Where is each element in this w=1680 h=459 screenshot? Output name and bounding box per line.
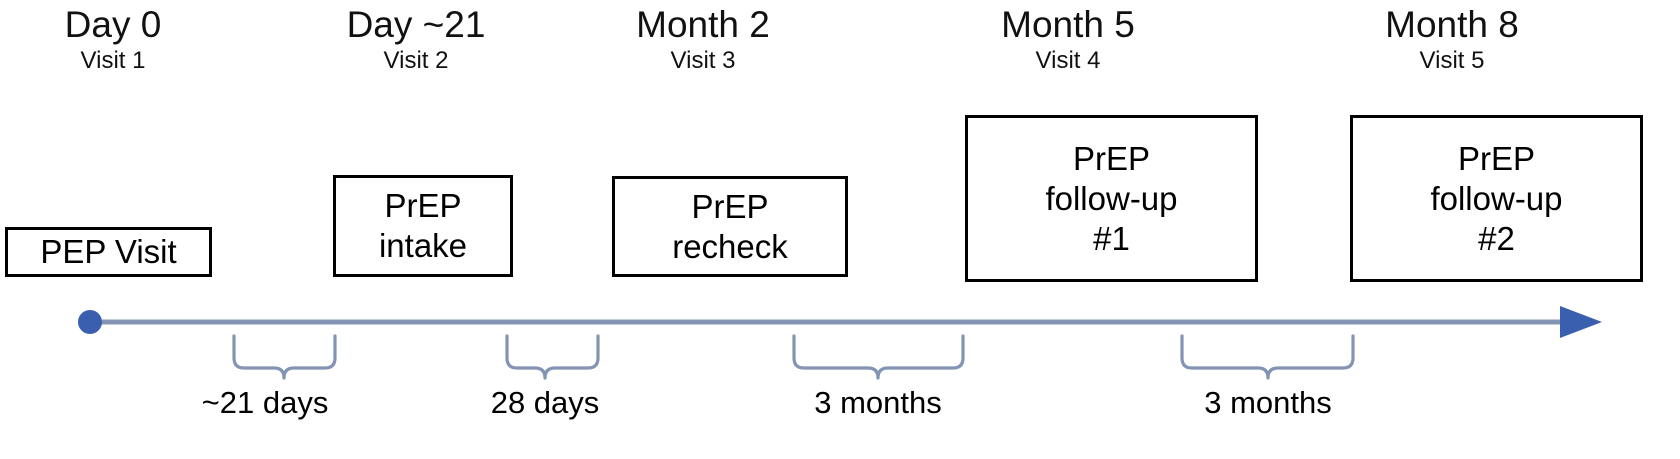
interval-brace-4 [1180,334,1355,380]
visit-number-label: Visit 5 [1419,47,1485,74]
visit-time-label: Month 2 [636,4,770,45]
visit-time-label: Month 5 [1001,4,1135,45]
axis-arrow-icon [1560,306,1602,338]
visit-number-label: Visit 1 [80,47,146,74]
interval-label-3: 3 months [814,385,942,420]
visit-header-5: Month 8 Visit 5 [1385,5,1519,75]
event-box-prep-follow-up-1: PrEP follow-up #1 [965,115,1258,282]
interval-label-1: ~21 days [201,385,329,420]
visit-header-1: Day 0 Visit 1 [65,5,162,75]
visit-number-label: Visit 3 [670,47,736,74]
event-box-prep-recheck: PrEP recheck [612,176,848,277]
interval-brace-1 [232,334,337,380]
visit-time-label: Day ~21 [346,4,486,45]
visit-time-label: Month 8 [1385,4,1519,45]
interval-brace-2 [505,334,600,380]
visit-number-label: Visit 4 [1035,47,1101,74]
interval-label-4: 3 months [1204,385,1332,420]
interval-label-2: 28 days [490,385,600,420]
visit-header-4: Month 5 Visit 4 [1001,5,1135,75]
visit-header-2: Day ~21 Visit 2 [347,5,486,75]
interval-brace-3 [792,334,965,380]
axis-start-dot-icon [78,310,102,334]
event-box-prep-intake: PrEP intake [333,175,513,277]
visit-time-label: Day 0 [64,4,162,45]
event-box-prep-follow-up-2: PrEP follow-up #2 [1350,115,1643,282]
timeline-axis [78,306,1602,338]
visit-number-label: Visit 2 [383,47,449,74]
visit-header-3: Month 2 Visit 3 [636,5,770,75]
event-box-pep-visit: PEP Visit [5,227,212,277]
